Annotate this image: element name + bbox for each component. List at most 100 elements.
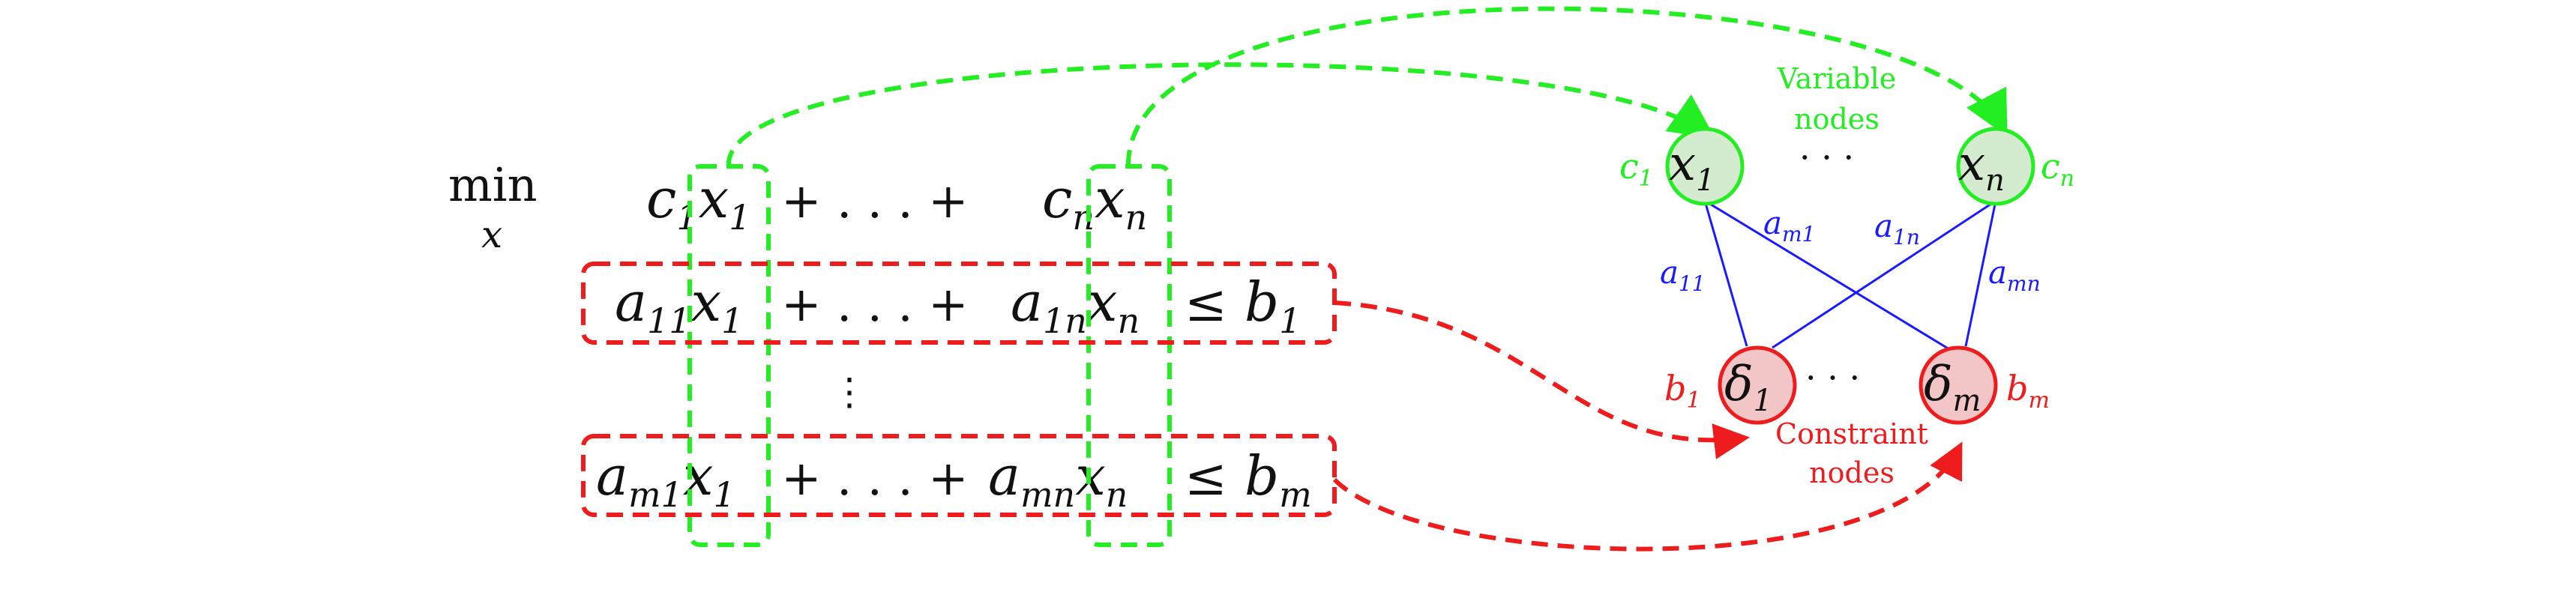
- objective-row: c1x1 + . . . + cnxn: [646, 167, 1147, 238]
- node-x1-sub: 1: [1696, 163, 1715, 198]
- edge-xn-deltam: [1964, 200, 1997, 347]
- arrow-row1-to-node: [1334, 300, 1750, 459]
- rowm-rhs-bm-sub: m: [1279, 474, 1312, 515]
- node-deltam-sub: m: [1953, 384, 1981, 418]
- svg-text:bm: bm: [2006, 368, 2050, 414]
- linear-program: min x c1x1 + . . . + cnxn a11x1 + . . . …: [448, 157, 1312, 515]
- row1-var-x1: x: [690, 271, 721, 333]
- svg-text:am1: am1: [1763, 205, 1815, 247]
- column-box-x1: [687, 164, 771, 547]
- node-deltam-base: δ: [1924, 357, 1953, 412]
- node-x1-weight: c: [1619, 146, 1639, 187]
- edge-label-amn: a: [1988, 254, 2007, 291]
- objective-coef-c1: c: [646, 167, 676, 230]
- svg-text:b1: b1: [1245, 271, 1301, 341]
- svg-text:bm: bm: [1245, 444, 1312, 515]
- variable-node-xn: xn cn: [1956, 127, 2074, 206]
- constraint-row-1: a11x1 + . . . + a1nxn ≤ b1: [615, 271, 1301, 341]
- row1-var-xn: x: [1087, 271, 1118, 333]
- edge-label-a1n-sub: 1n: [1893, 225, 1920, 250]
- node-deltam-weight: b: [2006, 368, 2028, 408]
- variable-node-x1: x1 c1: [1619, 127, 1745, 206]
- row1-coef-a11-sub: 11: [647, 300, 691, 341]
- column-box-xn: [1086, 164, 1172, 547]
- svg-text:cnxn: cnxn: [1042, 167, 1147, 238]
- row1-ellipsis: + . . . +: [781, 277, 969, 333]
- constraint-nodes-label-line1: Constraint: [1775, 417, 1928, 450]
- variable-nodes-ellipsis: · · ·: [1799, 137, 1854, 178]
- row-box-m: [581, 434, 1337, 517]
- node-xn-weight-sub: n: [2060, 166, 2074, 192]
- arrow-x1-to-node: [726, 62, 1715, 167]
- edge-label-a11-sub: 11: [1679, 271, 1706, 296]
- min-operator: min: [448, 157, 538, 212]
- svg-text:am1x1: am1x1: [596, 444, 735, 515]
- node-xn-sub: n: [1985, 163, 2005, 198]
- edge-label-am1: a: [1763, 205, 1782, 241]
- objective-coef-cn: c: [1042, 167, 1072, 230]
- constraint-nodes-label: Constraint nodes: [1775, 417, 1928, 489]
- node-delta1-weight: b: [1664, 368, 1686, 408]
- vertical-dots: ⋮: [831, 370, 868, 414]
- edge-label-am1-sub: m1: [1782, 222, 1815, 247]
- svg-text:xn: xn: [1958, 136, 2005, 198]
- constraint-nodes-label-line2: nodes: [1809, 456, 1895, 489]
- rowm-var-x1: x: [683, 444, 714, 507]
- constraint-arrows: [1332, 300, 1963, 552]
- svg-text:a11x1: a11x1: [615, 271, 743, 341]
- objective-ellipsis: + . . . +: [781, 174, 969, 229]
- constraint-row-m: am1x1 + . . . + amnxn ≤ bm: [596, 444, 1312, 515]
- edge-xn-delta1: [1772, 199, 1996, 349]
- svg-text:x1: x1: [1669, 136, 1715, 198]
- svg-text:δm: δm: [1924, 357, 1981, 418]
- edge-labels: a11 am1 a1n amn: [1660, 205, 2041, 296]
- objective-var-x1-sub: 1: [729, 197, 750, 238]
- constraint-nodes-ellipsis: · · ·: [1805, 357, 1860, 398]
- graph-edges: [1703, 199, 1997, 351]
- edge-x1-delta1: [1703, 200, 1748, 347]
- rowm-coef-am1-sub: m1: [628, 474, 683, 515]
- variable-nodes-label: Variable nodes: [1777, 62, 1897, 136]
- objective-var-xn: x: [1095, 167, 1125, 230]
- svg-text:b1: b1: [1664, 368, 1701, 414]
- variable-arrows: [726, 6, 2008, 167]
- row1-coef-a1n-sub: 1n: [1043, 300, 1087, 341]
- svg-text:c1: c1: [1619, 146, 1653, 192]
- node-delta1-base: δ: [1724, 357, 1754, 412]
- rowm-coef-amn: a: [988, 444, 1020, 507]
- constraint-node-delta1: δ1 b1: [1664, 345, 1797, 425]
- row1-var-x1-sub: 1: [721, 300, 743, 341]
- objective-coef-c1-sub: 1: [676, 197, 698, 238]
- svg-text:δ1: δ1: [1724, 357, 1772, 418]
- rowm-leq: ≤: [1185, 448, 1227, 507]
- variable-nodes-label-line1: Variable: [1777, 62, 1897, 95]
- rowm-rhs-bm: b: [1245, 444, 1279, 507]
- objective-var-x1: x: [699, 167, 729, 230]
- objective-var-xn-sub: n: [1125, 197, 1148, 238]
- rowm-coef-am1: a: [596, 444, 628, 507]
- rowm-var-xn-sub: n: [1106, 474, 1128, 515]
- node-xn-weight: c: [2041, 146, 2060, 187]
- node-delta1-weight-sub: 1: [1686, 387, 1700, 414]
- svg-text:a1nxn: a1nxn: [1011, 271, 1140, 341]
- constraint-node-deltam: δm bm: [1919, 345, 2050, 425]
- svg-text:cn: cn: [2041, 146, 2074, 192]
- node-x1-base: x: [1669, 136, 1696, 192]
- row1-leq: ≤: [1185, 274, 1227, 333]
- svg-text:c1x1: c1x1: [646, 167, 751, 238]
- svg-text:amn: amn: [1988, 254, 2041, 296]
- node-delta1-sub: 1: [1754, 384, 1772, 418]
- edge-label-a11: a: [1660, 254, 1679, 291]
- svg-text:a1n: a1n: [1874, 208, 1920, 250]
- bipartite-graph: a11 am1 a1n amn x1 c1 xn cn · · · δ1 b1 …: [1619, 62, 2074, 489]
- svg-text:a11: a11: [1660, 254, 1706, 296]
- edge-label-amn-sub: mn: [2007, 271, 2041, 296]
- objective-coef-cn-sub: n: [1072, 197, 1095, 238]
- node-xn-base: x: [1958, 136, 1985, 192]
- rowm-var-x1-sub: 1: [713, 474, 735, 515]
- rowm-ellipsis: + . . . +: [781, 451, 969, 507]
- variable-nodes-label-line2: nodes: [1794, 103, 1880, 136]
- row1-var-xn-sub: n: [1117, 300, 1140, 341]
- rowm-coef-amn-sub: mn: [1020, 474, 1075, 515]
